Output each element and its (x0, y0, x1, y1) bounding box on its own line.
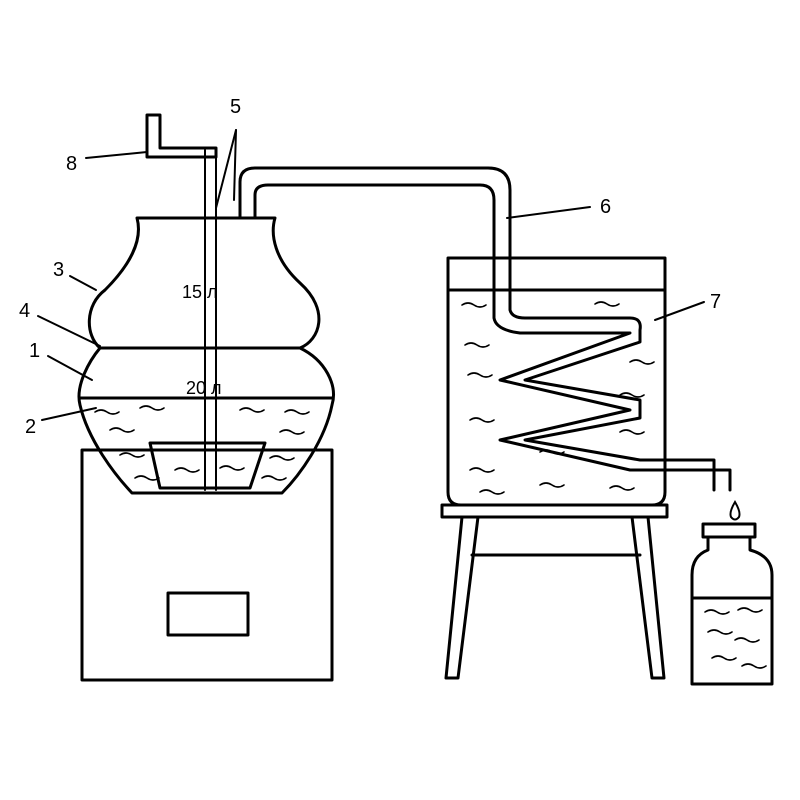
label-7: 7 (710, 291, 721, 313)
stove (80, 441, 334, 682)
leader-lines (37, 129, 705, 421)
label-1: 1 (29, 340, 40, 362)
label-6: 6 (600, 196, 611, 218)
still-liquid (94, 405, 310, 481)
vapor-pipe (238, 166, 512, 302)
still-outline (77, 216, 335, 495)
condenser-stand (440, 503, 669, 680)
tank-water (461, 301, 655, 495)
crank-handle (145, 113, 218, 159)
label-5: 5 (230, 96, 241, 118)
label-8: 8 (66, 153, 77, 175)
volume-label-upper: 15 л (182, 282, 218, 302)
gauge-tube (204, 149, 217, 491)
condenser-coil-inner (508, 298, 716, 492)
collection-bottle (690, 522, 774, 686)
stove-body (80, 448, 334, 682)
condenser-tank (446, 256, 732, 507)
bottle-liquid (704, 607, 767, 669)
still-vessel (77, 216, 335, 495)
tank-outline (446, 256, 667, 507)
stove-firebox-door (166, 591, 250, 637)
label-2: 2 (25, 416, 36, 438)
volume-label-lower: 20 л (186, 378, 222, 398)
droplet (729, 500, 741, 521)
stove-fire-pot (148, 441, 267, 490)
condenser-coil-outer (492, 298, 732, 492)
label-4: 4 (19, 300, 30, 322)
label-3: 3 (53, 259, 64, 281)
